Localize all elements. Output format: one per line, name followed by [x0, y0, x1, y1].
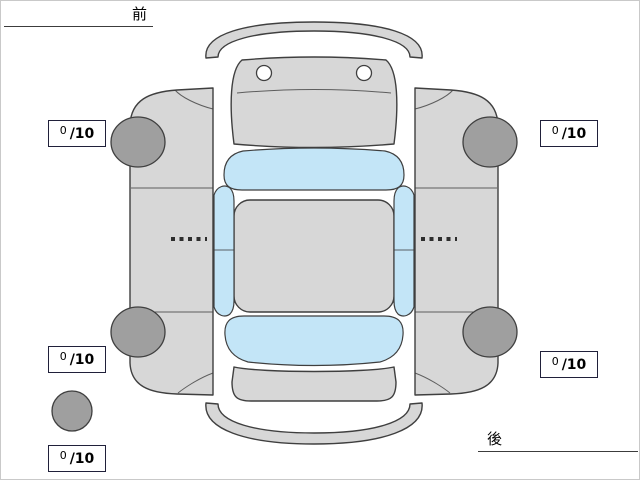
left-front-shoulder-line: [174, 89, 214, 110]
front-label-underline: 前: [4, 3, 153, 27]
tire-score-rear-right[interactable]: 0 /10: [540, 351, 598, 378]
tire-score-front-left[interactable]: 0 /10: [48, 120, 106, 147]
tire-score-front-right[interactable]: 0 /10: [540, 120, 598, 147]
car-roof[interactable]: [233, 199, 395, 313]
tire-score-denominator: /10: [69, 450, 95, 467]
hood-circle-right-icon: [355, 64, 373, 82]
spare-tire[interactable]: [51, 390, 93, 432]
tire-score-spare[interactable]: 0 /10: [48, 445, 106, 472]
tire-score-value: 0: [59, 449, 67, 462]
tire-score-denominator: /10: [561, 356, 587, 373]
rear-label-underline: 後: [478, 428, 638, 452]
tire-rear-right[interactable]: [462, 306, 518, 358]
car-rear-window[interactable]: [224, 315, 404, 367]
car-windshield[interactable]: [223, 147, 405, 191]
tire-score-rear-left[interactable]: 0 /10: [48, 346, 106, 373]
tire-score-denominator: /10: [69, 125, 95, 142]
tire-score-value: 0: [551, 124, 559, 137]
front-label: 前: [131, 5, 147, 23]
car-rear-bumper[interactable]: [205, 402, 423, 445]
right-front-shoulder-line: [414, 89, 454, 110]
hood-circle-left-icon: [255, 64, 273, 82]
tire-score-value: 0: [59, 124, 67, 137]
left-rear-shoulder-line: [177, 372, 214, 394]
tire-score-value: 0: [59, 350, 67, 363]
right-side-window[interactable]: [393, 185, 415, 317]
hood-panel-line: [236, 89, 392, 94]
car-front-bumper[interactable]: [205, 21, 423, 59]
rear-label: 後: [487, 430, 503, 448]
tire-score-denominator: /10: [69, 351, 95, 368]
tire-score-denominator: /10: [561, 125, 587, 142]
tire-score-value: 0: [551, 355, 559, 368]
car-trunk[interactable]: [231, 366, 397, 402]
tire-front-right[interactable]: [462, 116, 518, 168]
right-rear-shoulder-line: [414, 372, 451, 394]
tire-front-left[interactable]: [110, 116, 166, 168]
tire-rear-left[interactable]: [110, 306, 166, 358]
left-side-window[interactable]: [213, 185, 235, 317]
car-hood[interactable]: [230, 56, 398, 149]
